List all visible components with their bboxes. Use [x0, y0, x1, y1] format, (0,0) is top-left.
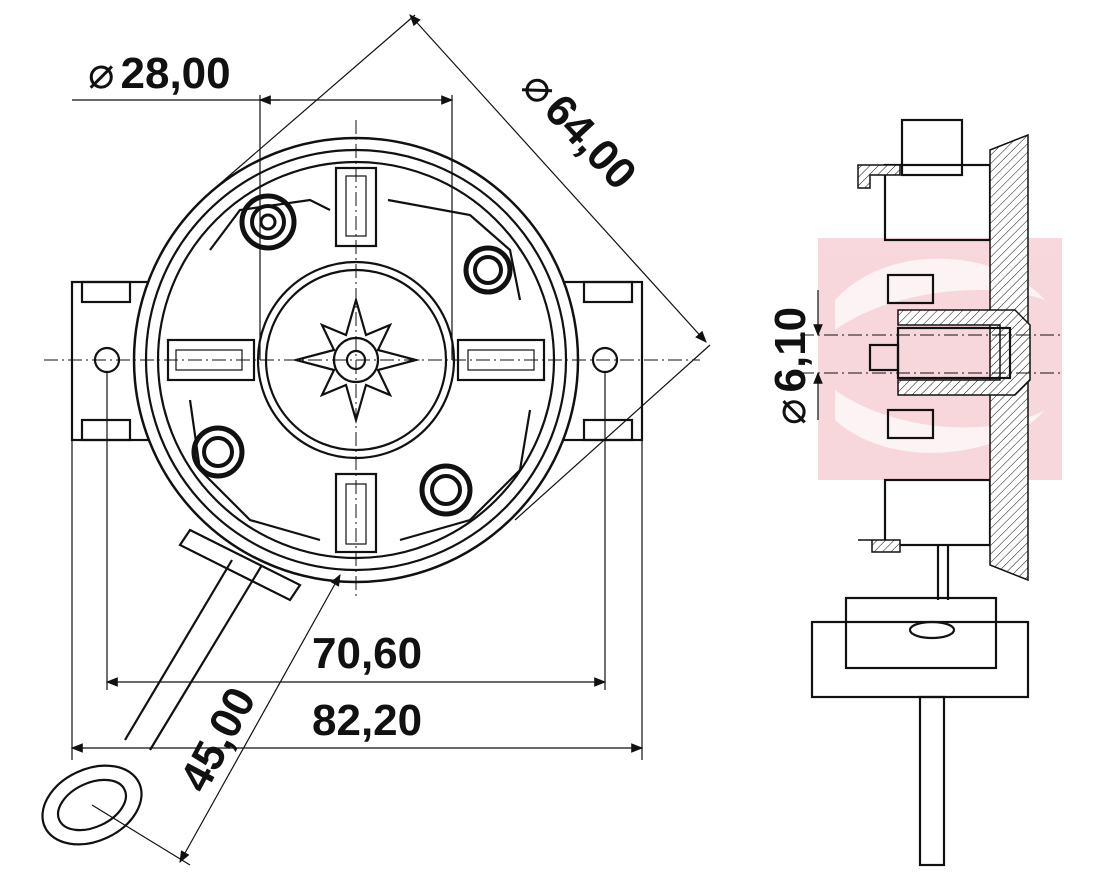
spring-top-left: [239, 193, 297, 251]
dim-length-45: 45,00: [171, 679, 266, 799]
lead-wire: [41, 528, 302, 846]
dim-diameter-6-10: ⌀6,10: [766, 307, 815, 425]
spring-bottom-right: [419, 463, 473, 517]
spring-bottom-left: [191, 425, 245, 479]
dim-width-70-60: 70,60: [312, 629, 422, 678]
side-view: [800, 118, 1060, 867]
eyelet: [41, 764, 143, 846]
dim-width-82-20: 82,20: [312, 696, 422, 745]
front-view: [41, 120, 700, 846]
dimension-lines-front: [70, 14, 711, 866]
dim-diameter-28: ⌀28,00: [88, 49, 231, 98]
spring-top-right: [463, 245, 513, 295]
dim-diameter-64: ⌀64,00: [513, 61, 646, 199]
